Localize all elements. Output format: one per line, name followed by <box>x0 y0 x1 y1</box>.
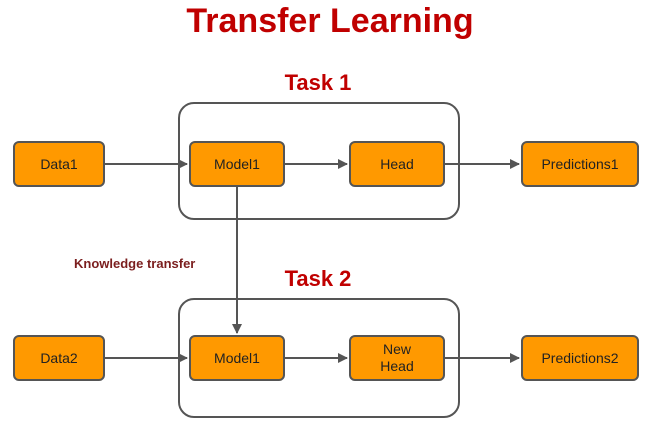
task1-label: Task 1 <box>284 70 352 95</box>
task2-head-node: New Head <box>349 335 445 381</box>
diagram-title: Transfer Learning <box>186 2 474 40</box>
task2-model-node: Model1 <box>189 335 285 381</box>
knowledge-transfer-label: Knowledge transfer <box>74 256 196 271</box>
task1-predictions-node: Predictions1 <box>521 141 639 187</box>
task2-predictions-node: Predictions2 <box>521 335 639 381</box>
task1-head-node: Head <box>349 141 445 187</box>
task2-data-node: Data2 <box>13 335 105 381</box>
task1-model-node: Model1 <box>189 141 285 187</box>
task1-data-node: Data1 <box>13 141 105 187</box>
task2-label: Task 2 <box>284 266 352 291</box>
